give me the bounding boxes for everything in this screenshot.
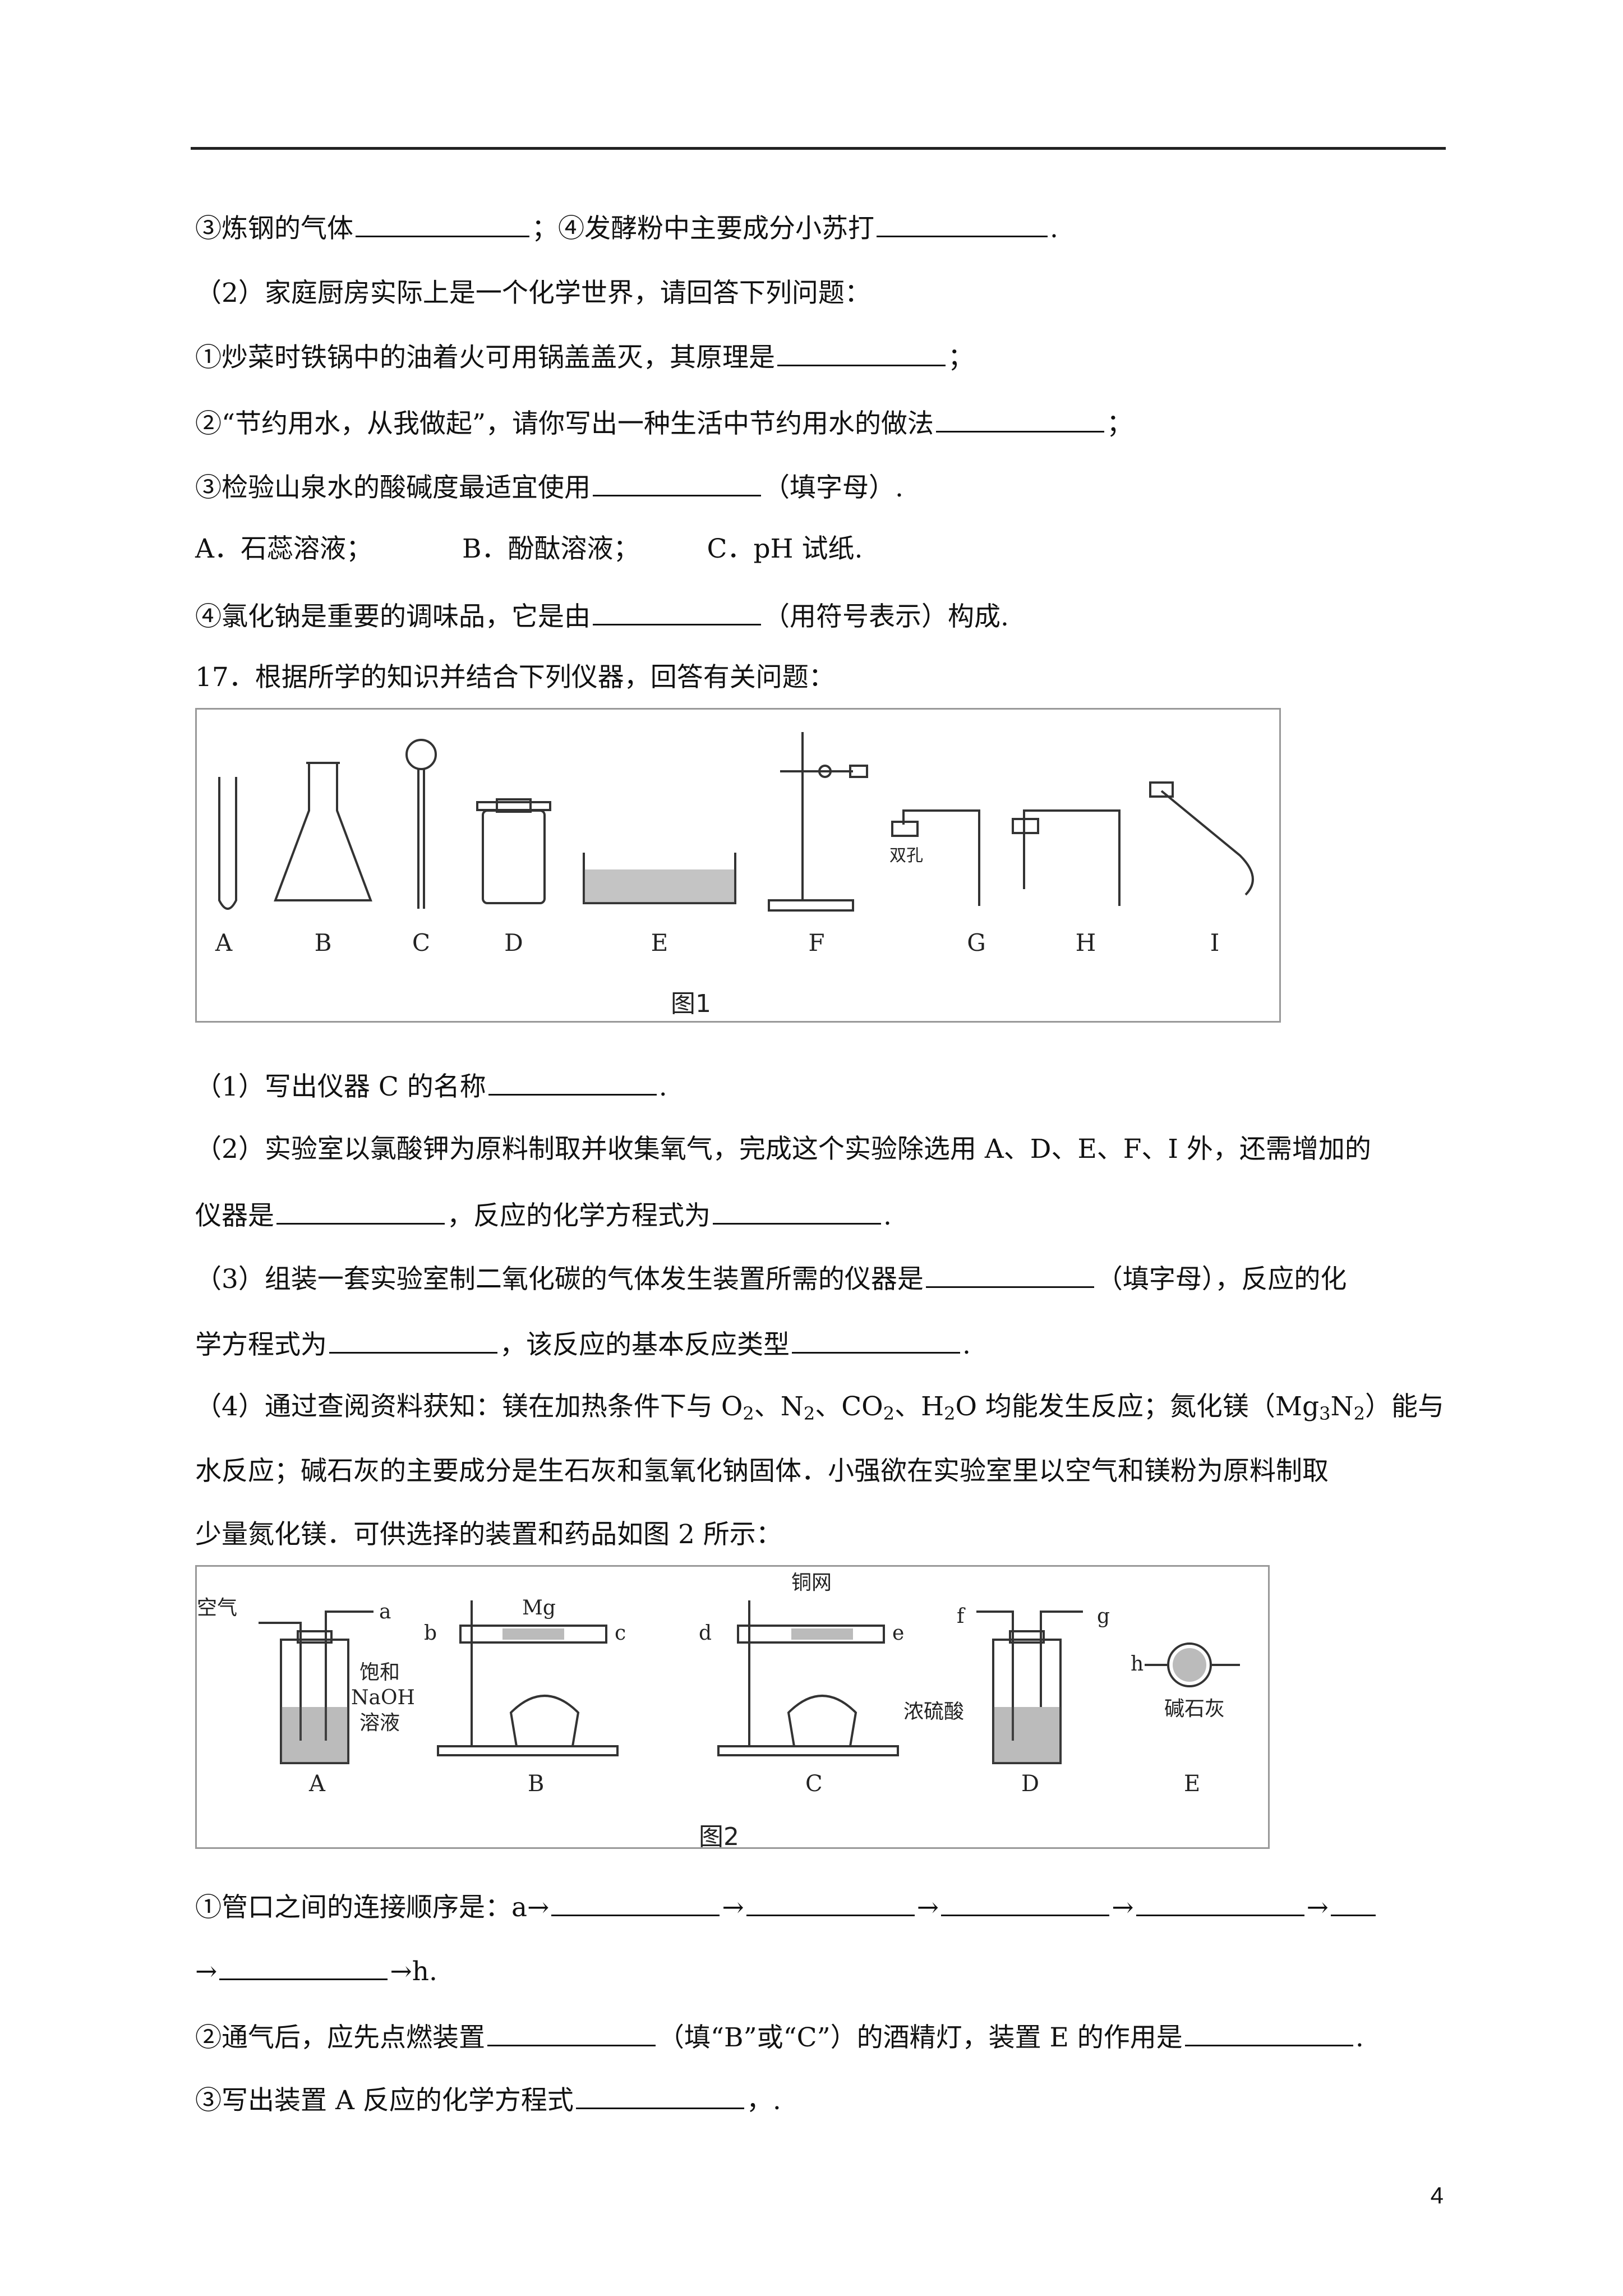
acid-label: 浓硫酸: [903, 1700, 964, 1723]
answer-blank[interactable]: [925, 1258, 1094, 1288]
delivery-tube-i-icon: [1160, 790, 1254, 896]
question-17-title: 17．根据所学的知识并结合下列仪器，回答有关问题：: [195, 662, 835, 693]
text-line-1: ③炼钢的气体；④发酵粉中主要成分小苏打.: [195, 208, 1058, 247]
answer-blank[interactable]: [936, 403, 1105, 432]
q3-line-2: 学方程式为，该反应的基本反应类型.: [195, 1324, 971, 1364]
fig2-label-b: B: [528, 1771, 544, 1797]
answer-blank[interactable]: [1136, 1887, 1304, 1916]
header-rule: [191, 147, 1446, 150]
sub-3: ③写出装置 A 反应的化学方程式，.: [195, 2079, 781, 2119]
port-f: f: [957, 1605, 966, 1628]
text-line-6: A．石蕊溶液；B．酚酞溶液；C．pH 试纸.: [195, 533, 863, 564]
answer-blank[interactable]: [777, 337, 946, 366]
answer-blank[interactable]: [941, 1887, 1110, 1916]
port-g: g: [1097, 1605, 1110, 1628]
sub-2: ②通气后，应先点燃装置（填“B”或“C”）的酒精灯，装置 E 的作用是.: [195, 2017, 1364, 2056]
fig2-label-e: E: [1184, 1771, 1200, 1797]
fig1-label-e: E: [651, 929, 668, 956]
answer-blank[interactable]: [593, 596, 761, 625]
copper-mesh-label: 铜网: [791, 1571, 832, 1594]
figure-1-labels: A B C D E F G H I 双孔: [215, 846, 1219, 956]
answer-blank[interactable]: [575, 2079, 744, 2109]
naoh-label-3: 溶液: [359, 1711, 400, 1734]
wash-bottle-d-icon: [992, 1639, 1062, 1764]
fig1-label-f: F: [808, 929, 824, 956]
sub-1-line-1: ①管口之间的连接顺序是：a→→→→→: [195, 1887, 1378, 1926]
port-b: b: [424, 1622, 437, 1645]
text-line-7: ④氯化钠是重要的调味品，它是由（用符号表示）构成.: [195, 596, 1009, 636]
conical-flask-icon: [274, 763, 372, 901]
answer-blank[interactable]: [219, 1950, 388, 1980]
port-e: e: [892, 1622, 904, 1645]
text-line-5: ③检验山泉水的酸碱度最适宜使用（填字母）.: [195, 467, 903, 507]
alcohol-lamp-b-icon: [509, 1695, 580, 1747]
delivery-tube-h-icon: [1023, 809, 1121, 906]
fig1-label-i: I: [1210, 929, 1220, 956]
q1: （1）写出仪器 C 的名称.: [195, 1066, 667, 1106]
port-d: d: [699, 1622, 712, 1645]
soda-lime-label: 碱石灰: [1164, 1697, 1225, 1720]
fig1-label-h: H: [1076, 929, 1096, 956]
answer-blank[interactable]: [792, 1324, 960, 1354]
text-line-4: ②“节约用水，从我做起”，请你写出一种生活中节约用水的做法；: [195, 403, 1133, 443]
answer-blank[interactable]: [487, 2017, 656, 2046]
figure-1-caption: 图1: [671, 990, 711, 1018]
thistle-funnel-icon: [405, 739, 437, 770]
answer-blank[interactable]: [1184, 2017, 1353, 2046]
answer-blank[interactable]: [488, 1066, 657, 1096]
fig1-label-g: G: [967, 929, 986, 956]
fig1-label-b: B: [315, 929, 332, 956]
fig2-label-c: C: [805, 1771, 823, 1797]
answer-blank[interactable]: [1330, 1887, 1376, 1916]
naoh-label-1: 饱和: [359, 1661, 400, 1684]
fig1-label-d: D: [504, 929, 523, 956]
figure-2: 空气 a b c d e f g h Mg 铜网 饱和 NaOH 溶液 浓硫酸 …: [195, 1565, 1270, 1851]
port-c: c: [615, 1622, 626, 1645]
sub-1-line-2: →→h.: [195, 1950, 437, 1990]
fig2-label-a: A: [308, 1771, 326, 1797]
answer-blank[interactable]: [713, 1195, 881, 1225]
answer-blank[interactable]: [329, 1324, 497, 1354]
reaction-tube-c-icon: [737, 1625, 885, 1644]
alcohol-lamp-c-icon: [787, 1695, 857, 1747]
text-line-2: （2）家庭厨房实际上是一个化学世界，请回答下列问题：: [195, 278, 871, 309]
q3-line-1: （3）组装一套实验室制二氧化碳的气体发生装置所需的仪器是（填字母），反应的化: [195, 1258, 1347, 1298]
port-h: h: [1131, 1653, 1144, 1676]
delivery-tube-g-icon: [902, 809, 980, 906]
q2-line-2: 仪器是，反应的化学方程式为.: [195, 1195, 892, 1235]
answer-blank[interactable]: [551, 1887, 720, 1916]
q2-line-1: （2）实验室以氯酸钾为原料制取并收集氧气，完成这个实验除选用 A、D、E、F、I…: [195, 1134, 1371, 1165]
answer-blank[interactable]: [877, 208, 1048, 237]
fig1-note-double-hole: 双孔: [889, 846, 923, 866]
fig1-label-c: C: [412, 929, 430, 956]
fig2-label-d: D: [1021, 1771, 1039, 1797]
figure-1: A B C D E F G H I 双孔 图1: [195, 708, 1281, 1023]
figure-2-labels: 空气 a b c d e f g h Mg 铜网 饱和 NaOH 溶液 浓硫酸 …: [197, 1571, 1225, 1797]
test-tube-icon: [218, 777, 237, 910]
answer-blank[interactable]: [746, 1887, 915, 1916]
water-trough-icon: [583, 853, 736, 904]
mg-label: Mg: [522, 1596, 556, 1619]
q4-line-3: 少量氮化镁．可供选择的装置和药品如图 2 所示：: [195, 1519, 782, 1550]
answer-blank[interactable]: [276, 1195, 445, 1225]
answer-blank[interactable]: [356, 208, 529, 237]
q4-line-2: 水反应；碱石灰的主要成分是生石灰和氢氧化钠固体．小强欲在实验室里以空气和镁粉为原…: [195, 1456, 1329, 1487]
text-line-3: ①炒菜时铁锅中的油着火可用锅盖盖灭，其原理是；: [195, 337, 974, 376]
fig1-label-a: A: [215, 929, 233, 956]
reaction-tube-b-icon: [459, 1625, 607, 1644]
fig2-air-label: 空气: [197, 1596, 237, 1619]
q4-line-1: （4）通过查阅资料获知：镁在加热条件下与 O2、N2、CO2、H2O 均能发生反…: [195, 1391, 1444, 1424]
gas-bottle-icon: [482, 809, 546, 904]
figure-2-drawing: 空气 a b c d e f g h Mg 铜网 饱和 NaOH 溶液 浓硫酸 …: [197, 1571, 1240, 1797]
naoh-label-2: NaOH: [351, 1686, 415, 1709]
figure-2-caption: 图2: [699, 1823, 739, 1851]
port-a: a: [379, 1600, 391, 1623]
figure-1-drawing: A B C D E F G H I 双孔: [215, 732, 1254, 956]
page-number: 4: [1430, 2182, 1444, 2208]
answer-blank[interactable]: [593, 467, 761, 496]
